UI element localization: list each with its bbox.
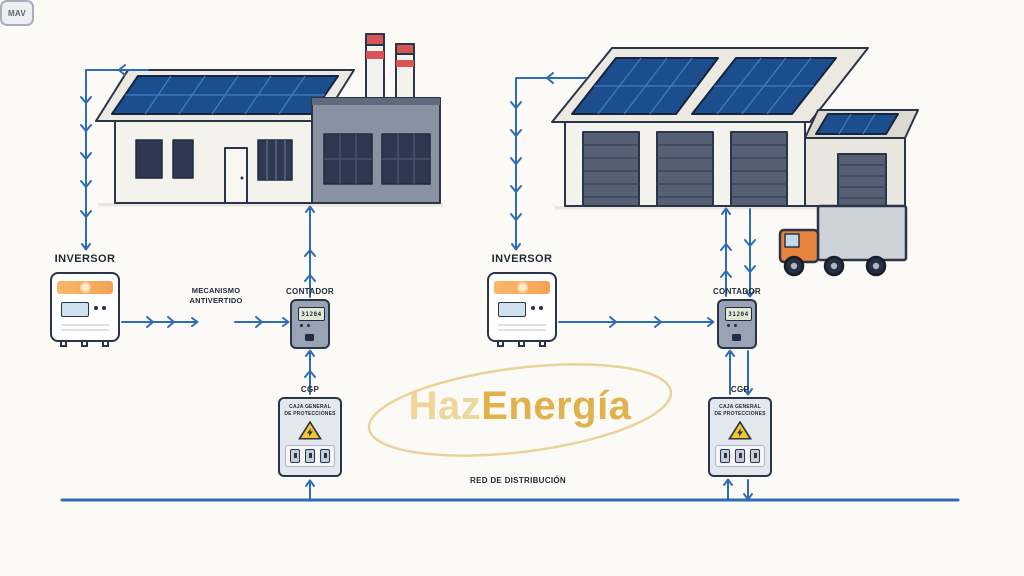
left-meter-device: 31204	[290, 299, 330, 349]
flow-arrows-left	[80, 64, 316, 500]
mav-device: MAV	[0, 0, 34, 26]
inverter-vent	[61, 329, 109, 331]
right-solar-panel-2	[691, 57, 837, 115]
cgp-box-title: CAJA GENERAL DE PROTECCIONES	[714, 404, 766, 417]
right-inverter-device	[487, 272, 557, 347]
inverter-connector	[539, 340, 546, 347]
lightning-bolt-icon	[307, 428, 313, 437]
left-mav-label: MECANISMO ANTIVERTIDO	[189, 286, 243, 305]
right-solar-panel-1	[571, 57, 719, 115]
left-meter-label: CONTADOR	[285, 287, 335, 296]
flow-arrows-right	[510, 72, 756, 501]
inverter-button	[102, 306, 106, 310]
meter-led	[300, 324, 303, 327]
meter-display: 31204	[725, 307, 752, 321]
inverter-connector	[497, 340, 504, 347]
warning-triangle-icon	[728, 420, 752, 440]
left-cgp-box: CAJA GENERAL DE PROTECCIONES	[278, 397, 342, 477]
meter-port	[732, 334, 741, 341]
factory-windows	[323, 133, 431, 185]
inverter-button	[539, 306, 543, 310]
left-solar-panel	[111, 75, 339, 115]
right-cgp-box: CAJA GENERAL DE PROTECCIONES	[708, 397, 772, 477]
breaker-switch	[720, 448, 730, 463]
meter-display: 31204	[298, 307, 325, 321]
meter-led	[734, 324, 737, 327]
breaker-switch	[320, 448, 330, 463]
office-windows-door	[135, 139, 293, 204]
factory-chimneys	[365, 33, 415, 99]
right-meter-label: CONTADOR	[712, 287, 762, 296]
warning-triangle-icon	[298, 420, 322, 440]
watermark-brand-light: Haz	[408, 384, 482, 428]
left-cgp-label: CGP	[300, 385, 320, 394]
sun-icon	[518, 284, 526, 291]
inverter-stripe	[57, 281, 113, 294]
inverter-button	[531, 306, 535, 310]
breaker-switch	[290, 448, 300, 463]
inverter-connector	[81, 340, 88, 347]
inverter-button	[94, 306, 98, 310]
wing-solar-panel	[815, 113, 899, 135]
inverter-vent	[498, 324, 546, 326]
right-cgp-label: CGP	[730, 385, 750, 394]
left-building-illustration	[95, 33, 441, 204]
wing-garage-door	[837, 153, 887, 207]
meter-port	[305, 334, 314, 341]
inverter-display	[61, 302, 89, 317]
breaker-row	[715, 444, 765, 467]
right-inverter-label: INVERSOR	[491, 253, 553, 265]
watermark-ellipse	[367, 363, 673, 457]
distribution-grid-label: RED DE DISTRIBUCIÓN	[470, 476, 566, 485]
left-inverter-label: INVERSOR	[54, 253, 116, 265]
meter-led	[727, 324, 730, 327]
inverter-vent	[498, 329, 546, 331]
right-building-illustration	[551, 47, 919, 207]
inverter-stripe	[494, 281, 550, 294]
left-inverter-device	[50, 272, 120, 347]
inverter-display	[498, 302, 526, 317]
inverter-vent	[61, 324, 109, 326]
breaker-row	[285, 444, 335, 467]
cgp-box-title: CAJA GENERAL DE PROTECCIONES	[284, 404, 336, 417]
watermark: HazEnergía	[350, 384, 690, 429]
breaker-switch	[305, 448, 315, 463]
garage-doors	[582, 131, 788, 207]
right-meter-device: 31204	[717, 299, 757, 349]
breaker-switch	[750, 448, 760, 463]
sun-icon	[81, 284, 89, 291]
inverter-connector	[102, 340, 109, 347]
meter-led	[307, 324, 310, 327]
inverter-connector	[518, 340, 525, 347]
truck-illustration	[778, 204, 908, 277]
watermark-brand-bold: Energía	[481, 384, 632, 428]
lightning-bolt-icon	[737, 428, 743, 437]
breaker-switch	[735, 448, 745, 463]
inverter-connector	[60, 340, 67, 347]
